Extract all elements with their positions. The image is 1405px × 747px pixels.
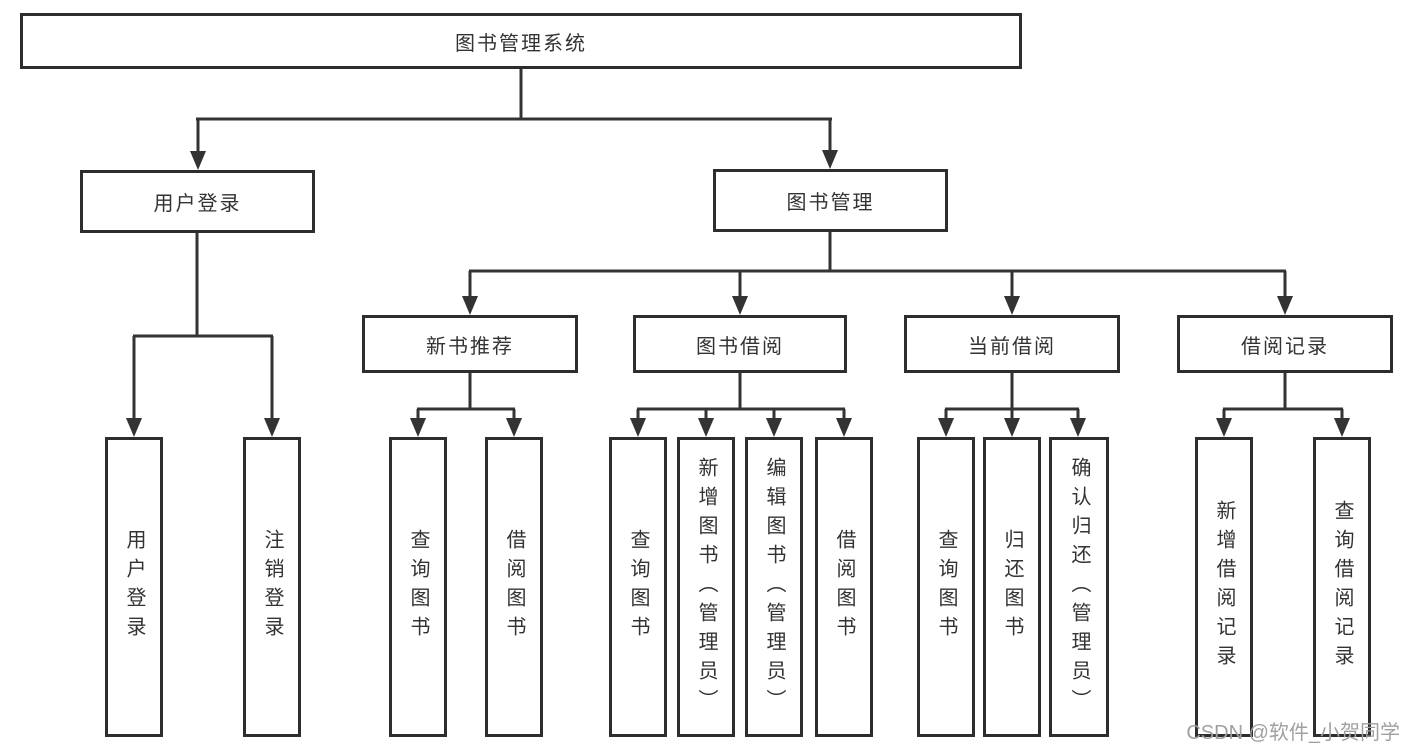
connector-current-to-leaves [938,373,1086,437]
leaf-edit-books-admin: 编辑图书（管理员） [745,437,803,737]
node-label: 图书管理系统 [455,32,587,55]
connector-borrow-to-leaves [630,373,852,437]
node-user-login: 用户登录 [80,170,315,233]
connector-mgmt-to-level3 [462,232,1293,315]
node-root-system: 图书管理系统 [20,13,1022,69]
node-book-management: 图书管理 [713,169,948,232]
leaf-add-borrow-record: 新增借阅记录 [1195,437,1253,737]
connector-root-to-level2 [190,69,838,170]
node-label: 查询借阅记录 [1331,500,1353,674]
node-label: 用户登录 [123,529,145,645]
node-borrow-records: 借阅记录 [1177,315,1393,373]
node-label: 编辑图书（管理员） [763,456,785,718]
node-label: 用户登录 [153,193,242,215]
node-label: 图书管理 [786,192,875,214]
connector-records-to-leaves [1216,373,1350,437]
leaf-borrow-books: 借阅图书 [815,437,873,737]
leaf-query-borrow-record: 查询借阅记录 [1313,437,1371,737]
node-label: 注销登录 [261,529,283,645]
node-book-borrow: 图书借阅 [633,315,847,373]
node-label: 确认归还（管理员） [1068,456,1090,718]
node-label: 当前借阅 [968,335,1056,358]
connector-recommend-to-leaves [410,373,522,437]
node-label: 新增图书（管理员） [695,456,717,718]
node-label: 图书借阅 [696,335,784,358]
leaf-borrow-books-recommend: 借阅图书 [485,437,543,737]
node-label: 借阅图书 [503,529,525,645]
node-label: 借阅记录 [1241,335,1329,358]
connector-login-to-leaves [126,233,280,437]
leaf-query-books-recommend: 查询图书 [389,437,447,737]
node-label: 新增借阅记录 [1213,500,1235,674]
csdn-watermark: CSDN @软件_小贺同学 [1186,722,1400,744]
node-label: 新书推荐 [426,335,514,358]
node-label: 查询图书 [407,529,429,645]
leaf-user-login: 用户登录 [105,437,163,737]
leaf-add-books-admin: 新增图书（管理员） [677,437,735,737]
leaf-query-books-current: 查询图书 [917,437,975,737]
node-label: 查询图书 [935,529,957,645]
leaf-query-books-borrow: 查询图书 [609,437,667,737]
node-label: 借阅图书 [833,529,855,645]
leaf-return-books: 归还图书 [983,437,1041,737]
leaf-confirm-return-admin: 确认归还（管理员） [1049,437,1109,737]
node-new-book-recommend: 新书推荐 [362,315,578,373]
node-label: 归还图书 [1001,529,1023,645]
node-label: 查询图书 [627,529,649,645]
leaf-logout: 注销登录 [243,437,301,737]
node-current-borrow: 当前借阅 [904,315,1120,373]
